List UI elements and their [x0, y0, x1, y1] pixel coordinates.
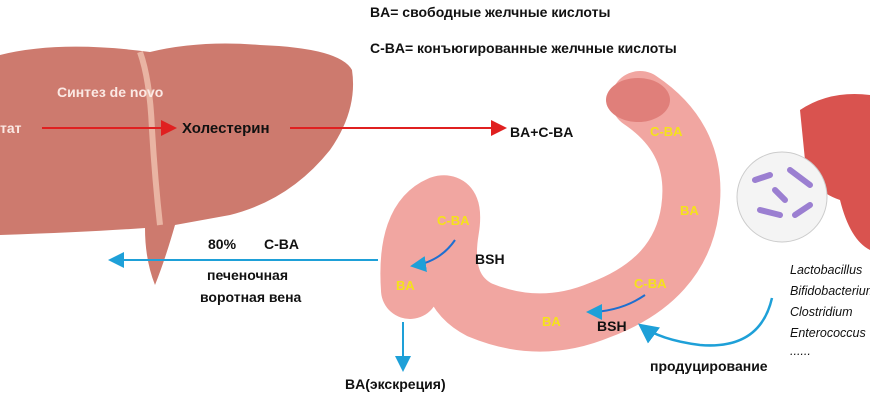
arrow-producing — [637, 297, 774, 347]
excretion-label: BA(экскреция) — [345, 376, 446, 392]
synthesis-label: Синтез de novo — [57, 84, 164, 100]
cholesterol-label: Холестерин — [182, 120, 270, 137]
arrow-bsh-1 — [410, 239, 456, 272]
bacteria-icon — [752, 167, 813, 218]
intestine-label-6: BA — [542, 314, 561, 329]
intestine-label-4: BA — [396, 278, 415, 293]
liver-ligament — [137, 50, 163, 226]
intestine-tube — [380, 71, 721, 352]
intestine-label-3: C-BA — [437, 213, 470, 228]
portal-vein-label-2: воротная вена — [200, 289, 302, 305]
intestine-opening — [606, 78, 670, 122]
intestine-label-2: BA — [680, 203, 699, 218]
legend-ba: BA= свободные желчные кислоты — [370, 4, 611, 20]
bsh-label-1: BSH — [475, 251, 505, 267]
colon-shape — [800, 94, 870, 250]
arrow-bsh-2 — [586, 294, 646, 320]
percent-label: 80% — [208, 236, 237, 252]
bsh-label-2: BSH — [597, 318, 627, 334]
percent-cba-label: C-BA — [264, 236, 299, 252]
source-label: тат — [0, 120, 22, 136]
bacteria-item: Enterococcus — [790, 326, 866, 340]
legend-cba: C-BA= конъюгированные желчные кислоты — [370, 40, 677, 56]
intestine-label-5: C-BA — [634, 276, 667, 291]
liver-shape — [0, 43, 354, 285]
bacteria-item: Lactobacillus — [790, 263, 863, 277]
bacteria-item: ...... — [790, 344, 811, 358]
intestine-label-1: C-BA — [650, 124, 683, 139]
portal-vein-label-1: печеночная — [207, 267, 289, 283]
producing-label: продуцирование — [650, 358, 768, 374]
bacteria-item: Bifidobacterium — [790, 284, 870, 298]
ba-cba-label: BA+C-BA — [510, 124, 574, 140]
bacteria-item: Clostridium — [790, 305, 853, 319]
